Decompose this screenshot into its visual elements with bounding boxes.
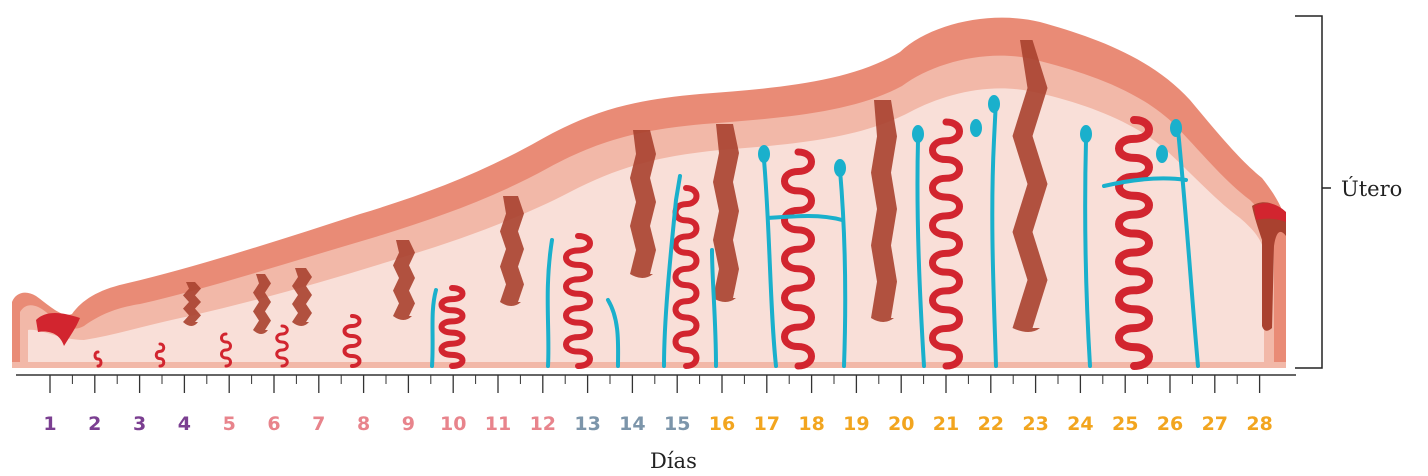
- day-label: 6: [267, 413, 280, 435]
- days-axis-label: Días: [650, 449, 697, 473]
- basal-layer: [12, 362, 1286, 368]
- day-label: 15: [664, 413, 690, 435]
- vein-bulb: [834, 159, 846, 177]
- day-label: 27: [1202, 413, 1228, 435]
- day-label: 18: [798, 413, 824, 435]
- day-label: 17: [754, 413, 780, 435]
- vein-bulb: [1080, 125, 1092, 143]
- day-label: 3: [133, 413, 146, 435]
- day-label: 16: [709, 413, 735, 435]
- day-label: 7: [312, 413, 325, 435]
- day-label: 10: [440, 413, 466, 435]
- day-label: 26: [1157, 413, 1183, 435]
- day-label: 8: [357, 413, 370, 435]
- vein-bulb: [988, 95, 1000, 113]
- day-label: 22: [978, 413, 1004, 435]
- uterus-label: Útero: [1341, 176, 1402, 201]
- day-label: 1: [43, 413, 56, 435]
- day-label: 13: [574, 413, 600, 435]
- day-label: 28: [1246, 413, 1272, 435]
- vein-bulb: [1170, 119, 1182, 137]
- vein-bulb: [1156, 145, 1168, 163]
- day-label: 20: [888, 413, 914, 435]
- days-axis: [16, 375, 1296, 393]
- day-label: 14: [619, 413, 645, 435]
- day-label: 9: [402, 413, 415, 435]
- day-label: 12: [530, 413, 556, 435]
- uterus-bracket: [1295, 16, 1331, 368]
- day-label: 5: [223, 413, 236, 435]
- vein-bulb: [912, 125, 924, 143]
- day-label: 21: [933, 413, 959, 435]
- day-label: 11: [485, 413, 511, 435]
- day-label: 25: [1112, 413, 1138, 435]
- day-label: 2: [88, 413, 101, 435]
- day-label: 23: [1022, 413, 1048, 435]
- vein-bulb: [758, 145, 770, 163]
- day-label: 24: [1067, 413, 1093, 435]
- day-label: 4: [178, 413, 191, 435]
- vein-bulb: [970, 119, 982, 137]
- day-label: 19: [843, 413, 869, 435]
